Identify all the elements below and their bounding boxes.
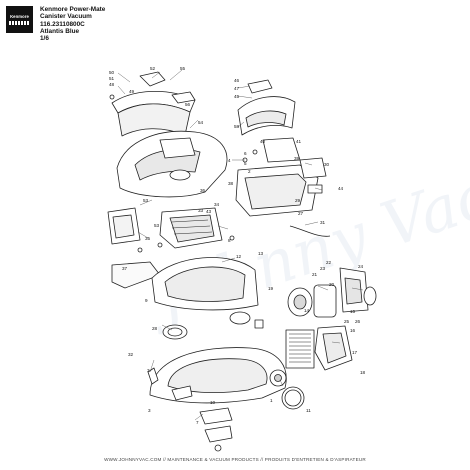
callout-24: 24 — [358, 264, 364, 269]
part-motor-cover — [314, 325, 353, 371]
logo-barcode-icon — [9, 21, 30, 25]
callout-23: 23 — [320, 266, 326, 271]
callout-13: 13 — [258, 251, 264, 256]
callout-6: 6 — [244, 151, 247, 156]
part-lid-cover — [111, 71, 196, 137]
callout-16: 16 — [350, 328, 356, 333]
callout-56: 56 — [185, 102, 191, 107]
part-cord-plug — [147, 367, 193, 401]
callout-18: 18 — [360, 370, 366, 375]
part-filter-screen — [285, 329, 315, 369]
callout-28: 28 — [152, 326, 158, 331]
callout-17: 17 — [352, 350, 358, 355]
callout-2: 2 — [248, 169, 251, 174]
callout-4: 4 — [228, 158, 231, 163]
kenmore-logo: Kenmore — [6, 6, 33, 33]
header-color: Atlantis Blue — [40, 27, 80, 35]
callout-49: 49 — [129, 89, 135, 94]
callout-20: 20 — [329, 282, 335, 287]
header-title: Kenmore Power-Mate — [40, 6, 106, 13]
callout-44: 44 — [338, 186, 344, 191]
callout-21: 21 — [312, 272, 318, 277]
part-lower-body — [151, 257, 259, 311]
callout-8: 8 — [228, 238, 231, 243]
callout-35: 35 — [145, 236, 151, 241]
part-bag-housing — [159, 207, 223, 249]
leader-lines — [117, 69, 364, 421]
header-type: Canister Vacuum — [40, 13, 92, 21]
callout-55: 55 — [180, 66, 186, 71]
header-model: 116.23110800C — [40, 20, 85, 28]
callout-46: 46 — [234, 78, 240, 83]
callout-53b: 53 — [154, 223, 160, 228]
callout-40: 40 — [260, 139, 266, 144]
callout-10: 10 — [210, 400, 216, 405]
part-clip — [254, 319, 264, 329]
callout-14: 14 — [304, 308, 310, 313]
page-footer: WWW.JOHNNYVAC.COM // MAINTENANCE & VACUU… — [104, 457, 366, 462]
callout-48: 48 — [109, 82, 115, 87]
callout-9: 9 — [145, 298, 148, 303]
callout-29: 29 — [295, 198, 301, 203]
part-base-tray — [149, 347, 287, 404]
part-ring-seal — [281, 386, 305, 410]
part-bumper-plate — [111, 261, 161, 289]
callout-32: 32 — [128, 352, 134, 357]
callout-22: 22 — [326, 260, 332, 265]
part-gasket — [162, 324, 188, 340]
model-header: Kenmore Power-Mate Canister Vacuum 116.2… — [40, 6, 105, 42]
callout-51: 51 — [109, 76, 115, 81]
part-valve-disc — [229, 311, 251, 325]
callout-labels: 50 51 52 55 56 48 49 46 47 45 58 54 4 6 … — [109, 66, 366, 425]
callout-36: 36 — [200, 188, 206, 193]
callout-3: 3 — [147, 368, 150, 373]
callout-58: 58 — [234, 124, 240, 129]
callout-53: 53 — [143, 198, 149, 203]
callout-15: 15 — [350, 309, 356, 314]
callout-50: 50 — [109, 70, 115, 75]
callout-26: 26 — [355, 319, 361, 324]
part-upper-housing — [116, 130, 228, 198]
callout-12: 12 — [236, 254, 242, 259]
part-motor-assembly — [287, 267, 377, 318]
callout-31: 31 — [320, 220, 326, 225]
callout-45: 45 — [234, 94, 240, 99]
callout-19: 19 — [268, 286, 274, 291]
part-exhaust-door — [107, 207, 141, 245]
callout-30: 30 — [324, 162, 330, 167]
callout-38: 38 — [228, 181, 234, 186]
callout-41: 41 — [296, 139, 302, 144]
callout-43: 43 — [206, 209, 212, 214]
part-handle-grip — [237, 79, 296, 136]
part-rear-housing — [235, 137, 327, 217]
callout-25: 25 — [344, 319, 350, 324]
logo-text: Kenmore — [10, 14, 29, 19]
callout-39: 39 — [294, 156, 300, 161]
callout-5: 5 — [244, 161, 247, 166]
header-page: 1/6 — [40, 35, 49, 43]
callout-3b: 3 — [148, 408, 151, 413]
callout-37: 37 — [122, 266, 128, 271]
callout-7: 7 — [196, 420, 199, 425]
callout-33: 33 — [198, 208, 204, 213]
callout-27: 27 — [298, 211, 304, 216]
callout-47: 47 — [234, 86, 240, 91]
callout-52: 52 — [150, 66, 156, 71]
callout-54: 54 — [198, 120, 204, 125]
callout-1: 1 — [270, 398, 273, 403]
callout-11: 11 — [306, 408, 311, 413]
part-cord-lead — [289, 225, 331, 237]
part-caster-wheel — [199, 407, 233, 452]
callout-34: 34 — [214, 202, 220, 207]
